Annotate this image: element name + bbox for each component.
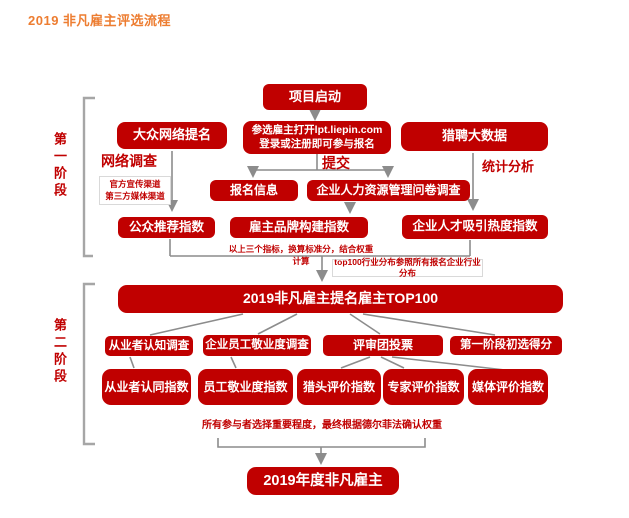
node-media-index: 媒体评价指数	[468, 369, 548, 405]
node-headhunter-index: 猎头评价指数	[297, 369, 381, 405]
note-channels: 官方宣传渠道 第三方媒体渠道	[99, 176, 171, 205]
note-weight: 以上三个指标，换算标准分，结合权重计算	[228, 244, 374, 266]
flow-arrows	[129, 109, 506, 465]
note-delphi: 所有参与者选择重要程度，最终根据德尔菲法确认权重	[202, 420, 442, 431]
node-public-nomination: 大众网络提名	[117, 122, 227, 149]
node-expert-index: 专家评价指数	[383, 369, 464, 405]
node-hr-questionnaire: 企业人力资源管理问卷调查	[307, 180, 470, 201]
node-employee-engagement-survey: 企业员工敬业度调查	[203, 335, 311, 356]
node-register: 参选雇主打开lpt.liepin.com 登录或注册即可参与报名	[243, 121, 391, 154]
phase-brackets	[82, 96, 95, 446]
node-top100: 2019非凡雇主提名雇主TOP100	[118, 285, 563, 313]
node-project-start: 项目启动	[263, 84, 367, 110]
phase1-bracket	[82, 96, 95, 258]
phase2-label: 第二阶段	[52, 318, 67, 386]
node-liepin-bigdata: 猎聘大数据	[401, 122, 548, 151]
node-jury-vote: 评审团投票	[323, 335, 443, 356]
node-final-result: 2019年度非凡雇主	[247, 467, 399, 495]
phase2-bracket	[82, 282, 95, 446]
node-talent-attraction-index: 企业人才吸引热度指数	[402, 215, 548, 239]
label-stat-analysis: 统计分析	[482, 159, 535, 174]
node-public-recommend-index: 公众推荐指数	[118, 217, 215, 238]
label-network-survey: 网络调查	[101, 153, 157, 169]
node-phase1-score: 第一阶段初选得分	[450, 336, 562, 355]
node-employer-brand-index: 雇主品牌构建指数	[230, 217, 368, 238]
node-practitioner-survey: 从业者认知调查	[105, 336, 193, 356]
label-submit: 提交	[322, 155, 350, 171]
node-engagement-index: 员工敬业度指数	[198, 369, 293, 405]
node-registration-info: 报名信息	[210, 180, 298, 201]
node-practitioner-index: 从业者认同指数	[102, 369, 191, 405]
phase1-label: 第一阶段	[52, 132, 67, 200]
note-top100-rule: top100行业分布参照所有报名企业行业分布	[332, 257, 483, 278]
page-title: 2019 非凡雇主评选流程	[28, 13, 172, 28]
